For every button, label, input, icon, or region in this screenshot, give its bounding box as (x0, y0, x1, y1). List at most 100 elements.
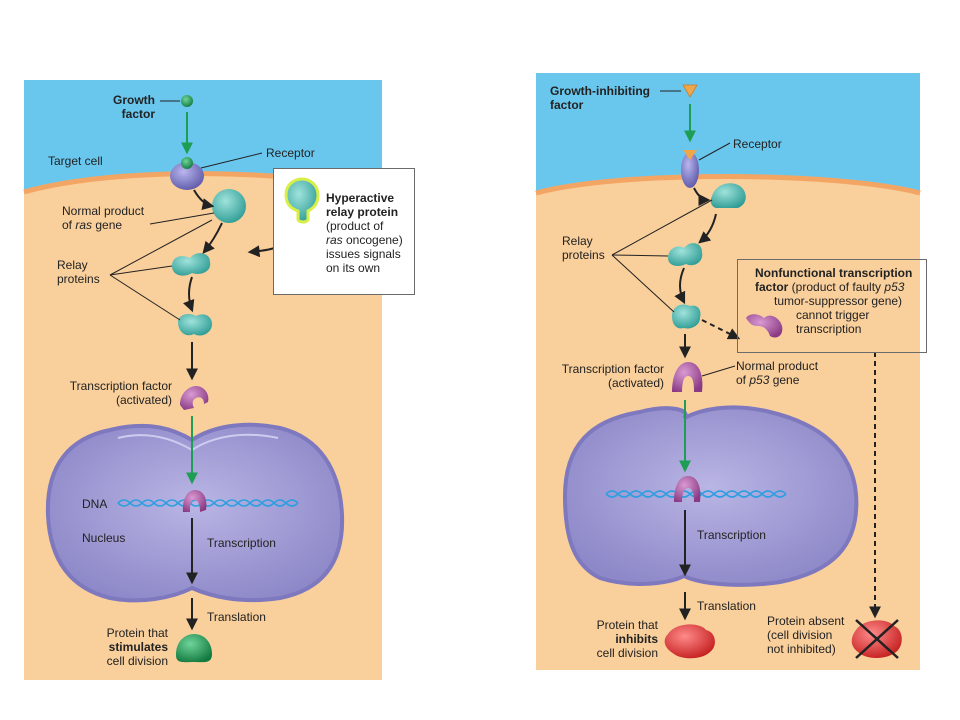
p53-line1: Normal product (736, 359, 819, 373)
right-tf-line1: Transcription factor (561, 362, 664, 376)
left-translation-label: Translation (207, 610, 266, 624)
nonfunctional-title-italic: p53 (884, 280, 905, 294)
inhibiting-factor-line1: Growth-inhibiting (550, 84, 650, 98)
growth-inhibiting-factor-label: Growth-inhibiting factor (550, 84, 650, 112)
p53-pointer (701, 365, 736, 377)
target-cell-label: Target cell (48, 154, 103, 168)
growth-factor-line1: Growth (113, 93, 155, 107)
left-transcription-label: Transcription (207, 536, 276, 550)
nonfunctional-line5: transcription (796, 322, 862, 336)
right-receptor-label: Receptor (733, 137, 782, 151)
right-tf-label: Transcription factor (activated) (540, 362, 664, 390)
absent-protein-x-icon (851, 619, 902, 659)
normal-product-line2: of ras gene (62, 218, 144, 232)
callout-line4: ras oncogene) (326, 233, 403, 247)
relay-to-relay-arrow (183, 276, 195, 313)
right-tf-line2: (activated) (607, 376, 664, 390)
right-relay-protein-1 (668, 243, 703, 266)
right-ras-protein (710, 183, 746, 208)
ras-to-relay-arrow (202, 222, 223, 254)
normal-ras-protein (212, 189, 246, 223)
right-receptor (681, 150, 699, 188)
right-translation-label: Translation (697, 599, 756, 613)
left-relay-proteins-label: Relay proteins (57, 258, 100, 286)
nonfunctional-title-line1: Nonfunctional transcription (755, 266, 913, 280)
nonfunctional-tf-callout (737, 259, 927, 353)
nonfunctional-title-rest: (product of faulty (788, 280, 885, 294)
left-relay-line2: proteins (57, 272, 100, 286)
left-dna-strand (117, 499, 299, 507)
p53-transcription-factor (672, 362, 703, 392)
hyperactive-relay-callout: Hyperactive relay protein (product of ra… (273, 168, 415, 295)
nonfunctional-title-bold: factor (755, 280, 789, 294)
inhibiting-protein-label: Protein that inhibits cell division (572, 618, 658, 660)
normal-product-suffix: gene (92, 218, 123, 232)
right-transcription-label: Transcription (697, 528, 766, 542)
receptor-to-ras-arrow (193, 189, 215, 210)
stimulating-protein-label: Protein that stimulates cell division (80, 626, 168, 668)
callout-line5: issues signals (326, 247, 401, 261)
growth-inhibiting-factor-molecule (682, 84, 698, 98)
inhibiting-protein (664, 624, 715, 659)
left-tf-line2: (activated) (115, 393, 172, 407)
callout-line4-italic: ras (326, 233, 343, 247)
right-relay-pointer-lines (611, 199, 713, 313)
growth-factor-molecule (181, 95, 193, 107)
receptor-pointer (200, 152, 263, 169)
callout-title-line2: relay protein (326, 205, 399, 219)
inhibiting-factor-line2: factor (550, 98, 584, 112)
left-tf-line1: Transcription factor (69, 379, 172, 393)
absent-line3: not inhibited) (767, 642, 836, 656)
callout-line3: (product of (326, 219, 384, 233)
stimulating-line2: stimulates (108, 640, 168, 654)
right-relay-proteins-label: Relay proteins (562, 234, 605, 262)
nonfunctional-tf-protein (746, 314, 783, 338)
inhibiting-line2: inhibits (615, 632, 658, 646)
nonfunctional-line4: cannot trigger (796, 308, 870, 322)
p53-prefix: of (736, 373, 750, 387)
left-transcription-factor (180, 386, 209, 410)
relay-protein-2 (178, 314, 212, 336)
right-relay-arrow-1 (698, 213, 717, 244)
p53-suffix: gene (769, 373, 800, 387)
left-receptor (170, 157, 204, 190)
p53-normal-product-label: Normal product of p53 gene (736, 359, 818, 387)
normal-product-gene: ras (75, 218, 93, 232)
right-receptor-to-ras-arrow (693, 187, 711, 206)
nucleus-label: Nucleus (82, 531, 126, 545)
right-panel (535, 73, 921, 670)
right-relay-line2: proteins (562, 248, 605, 262)
right-receptor-pointer (698, 142, 731, 161)
left-relay-line1: Relay (57, 258, 88, 272)
callout-line6: on its own (326, 261, 381, 275)
inhibiting-line1: Protein that (596, 618, 658, 632)
absent-line1: Protein absent (767, 614, 845, 628)
absent-protein-label: Protein absent (cell division not inhibi… (767, 614, 844, 656)
nonfunctional-title-line2: factor (product of faulty p53 (755, 280, 904, 294)
p53-line2: of p53 gene (736, 373, 818, 387)
p53-gene: p53 (749, 373, 770, 387)
faulty-tf-dashed-arrow (701, 319, 741, 340)
nonfunctional-line3: tumor-suppressor gene) (774, 294, 903, 308)
normal-ras-product-label: Normal product of ras gene (62, 204, 144, 232)
normal-product-pointer (149, 212, 215, 225)
left-nucleus (45, 422, 345, 603)
right-relay-arrow-2 (674, 267, 686, 305)
left-receptor-label: Receptor (266, 146, 315, 160)
relay-protein-1 (172, 253, 211, 276)
callout-line4-rest: oncogene) (342, 233, 403, 247)
inhibiting-line3: cell division (596, 646, 658, 660)
left-tf-on-dna (182, 490, 207, 512)
normal-product-prefix: of (62, 218, 76, 232)
normal-product-line1: Normal product (62, 204, 145, 218)
right-tf-on-dna (674, 476, 701, 502)
callout-title-line1: Hyperactive (326, 191, 395, 205)
stimulating-line1: Protein that (106, 626, 168, 640)
absent-line2: (cell division (767, 628, 833, 642)
growth-factor-line2: factor (121, 107, 155, 121)
hyperactive-relay-protein-icon (284, 177, 320, 224)
right-relay-line1: Relay (562, 234, 593, 248)
relay-pointer-lines (109, 219, 213, 321)
growth-factor-label: Growth factor (95, 93, 155, 121)
stimulating-protein (176, 634, 212, 663)
